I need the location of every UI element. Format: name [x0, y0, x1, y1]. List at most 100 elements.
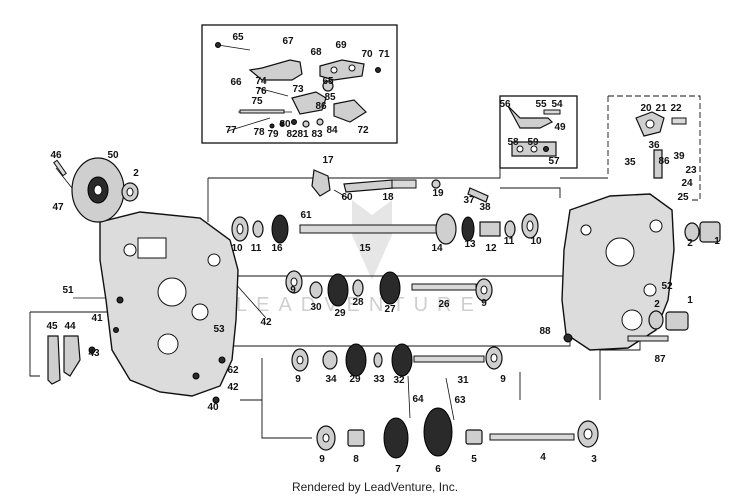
callout-74: 74: [255, 76, 267, 87]
callout-19: 19: [432, 188, 444, 199]
callout-27: 27: [384, 304, 396, 315]
callout-8: 8: [353, 454, 359, 465]
main-shaft: [231, 187, 539, 245]
callout-42: 42: [260, 317, 272, 328]
callout-88: 88: [539, 326, 551, 337]
callout-84: 84: [326, 125, 338, 136]
callout-2: 2: [133, 168, 139, 179]
callout-22: 22: [670, 103, 682, 114]
shift-linkage-inset: [201, 24, 398, 144]
callout-4: 4: [540, 452, 546, 463]
callout-76: 76: [255, 86, 267, 97]
callout-38: 38: [479, 202, 491, 213]
callout-72: 72: [357, 125, 369, 136]
callout-31: 31: [457, 375, 469, 386]
right-crankcase-housing: [561, 193, 675, 351]
callout-39: 39: [673, 151, 685, 162]
callout-35: 35: [624, 157, 636, 168]
callout-61: 61: [300, 210, 312, 221]
callout-58: 58: [507, 137, 519, 148]
callout-40: 40: [207, 402, 219, 413]
drive-pulley: [53, 157, 139, 223]
callout-37: 37: [463, 195, 475, 206]
callout-63: 63: [454, 395, 466, 406]
callout-23: 23: [685, 165, 697, 176]
callout-9: 9: [290, 285, 296, 296]
callout-59: 59: [527, 137, 539, 148]
callout-20: 20: [640, 103, 652, 114]
callout-3: 3: [591, 454, 597, 465]
callout-55: 55: [535, 99, 547, 110]
callout-17: 17: [322, 155, 334, 166]
callout-60: 60: [341, 192, 353, 203]
callout-13: 13: [464, 239, 476, 250]
callout-77: 77: [225, 125, 237, 136]
callout-66: 66: [230, 77, 242, 88]
shift-fork-shaft: [311, 169, 441, 199]
callout-79: 79: [267, 129, 279, 140]
callout-5: 5: [471, 454, 477, 465]
callout-78: 78: [253, 127, 265, 138]
callout-9: 9: [295, 374, 301, 385]
reverse-shaft: [291, 343, 503, 377]
callout-47: 47: [52, 202, 64, 213]
callout-85: 85: [324, 92, 336, 103]
callout-80: 80: [279, 119, 291, 130]
footer-credit: Rendered by LeadVenture, Inc.: [291, 480, 459, 494]
callout-73: 73: [292, 84, 304, 95]
callout-2: 2: [654, 299, 660, 310]
callout-87: 87: [654, 354, 666, 365]
callout-18: 18: [382, 192, 394, 203]
callout-86: 86: [315, 101, 327, 112]
callout-45: 45: [46, 321, 58, 332]
callout-75: 75: [251, 96, 263, 107]
callout-14: 14: [431, 243, 443, 254]
callout-65: 65: [232, 32, 244, 43]
callout-10: 10: [231, 243, 243, 254]
callout-24: 24: [681, 178, 693, 189]
callout-29: 29: [349, 374, 361, 385]
callout-34: 34: [325, 374, 337, 385]
mounting-brackets: [47, 327, 226, 404]
callout-11: 11: [504, 236, 515, 247]
callout-83: 83: [311, 129, 323, 140]
callout-11: 11: [251, 243, 262, 254]
callout-41: 41: [91, 313, 103, 324]
callout-36: 36: [648, 140, 660, 151]
callout-1: 1: [687, 295, 693, 306]
callout-30: 30: [310, 302, 322, 313]
callout-28: 28: [352, 297, 364, 308]
counter-shaft: [285, 270, 493, 307]
callout-1: 1: [714, 236, 720, 247]
callout-52: 52: [661, 281, 673, 292]
callout-9: 9: [319, 454, 325, 465]
callout-86: 86: [658, 156, 670, 167]
callout-54: 54: [551, 99, 563, 110]
callout-82: 82: [286, 129, 298, 140]
callout-81: 81: [297, 129, 309, 140]
callout-53: 53: [213, 324, 225, 335]
callout-71: 71: [378, 49, 390, 60]
callout-68: 68: [310, 47, 322, 58]
callout-15: 15: [359, 243, 371, 254]
callout-62: 62: [227, 365, 239, 376]
callout-50: 50: [107, 150, 119, 161]
callout-2: 2: [687, 238, 693, 249]
right-seals: [648, 221, 721, 331]
callout-29: 29: [334, 308, 346, 319]
callout-9: 9: [500, 374, 506, 385]
callout-70: 70: [361, 49, 373, 60]
callout-26: 26: [438, 299, 450, 310]
watermark: LEADVENTURE: [236, 200, 474, 316]
callout-44: 44: [64, 321, 76, 332]
callout-67: 67: [282, 36, 294, 47]
governor-arm-group: [607, 95, 701, 201]
callout-57: 57: [548, 156, 560, 167]
detent-inset: [499, 95, 578, 169]
callout-49: 49: [554, 122, 566, 133]
callout-42: 42: [227, 382, 239, 393]
left-crankcase-housing: [99, 211, 239, 397]
callout-7: 7: [395, 464, 401, 475]
